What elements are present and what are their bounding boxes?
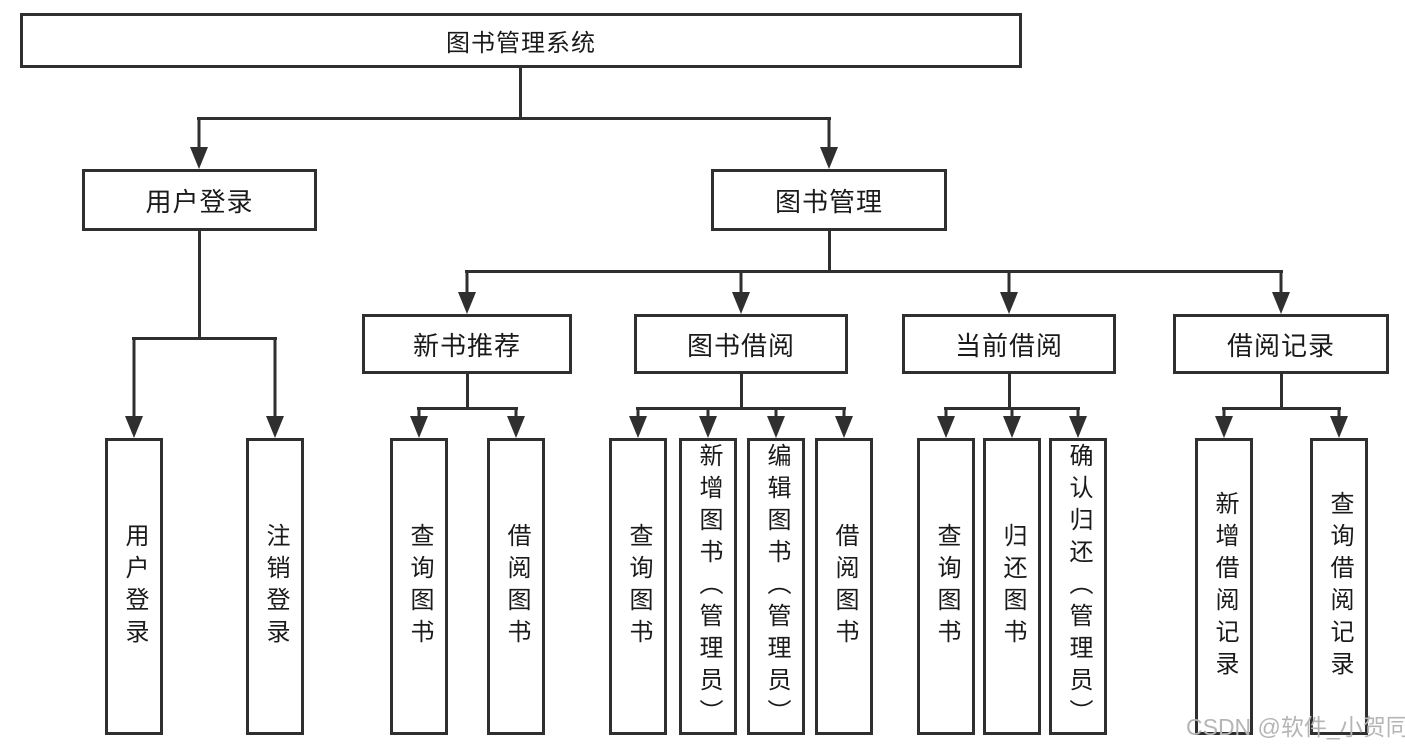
leaf-query-borrow-record: 查询借阅记录 — [1310, 438, 1368, 735]
arrow-to-book-management — [820, 117, 838, 169]
arrow-to-leaf-borrow-books-2 — [835, 407, 853, 438]
arrow-to-user-login — [190, 117, 208, 169]
arrow-to-leaf-query-borrow-record — [1330, 407, 1348, 438]
connector-root-hline — [197, 117, 831, 120]
connector-new-book-vline — [466, 374, 469, 407]
leaf-label: 查询图书 — [625, 522, 652, 651]
node-borrowing-records: 借阅记录 — [1173, 314, 1389, 374]
connector-book-borrowing-hline — [636, 407, 846, 410]
leaf-borrow-books-2: 借阅图书 — [815, 438, 873, 735]
leaf-logout: 注销登录 — [246, 438, 304, 735]
connector-new-book-hline — [417, 407, 518, 410]
node-label: 当前借阅 — [954, 330, 1063, 361]
arrow-to-leaf-confirm-return — [1069, 407, 1087, 438]
leaf-label: 新增图书（管理员） — [695, 442, 722, 731]
connector-book-borrowing-vline — [740, 374, 743, 407]
arrow-to-leaf-query-books-2 — [629, 407, 647, 438]
node-user-login: 用户登录 — [82, 169, 317, 231]
leaf-add-borrow-record: 新增借阅记录 — [1195, 438, 1253, 735]
arrow-to-leaf-add-borrow-record — [1215, 407, 1233, 438]
leaf-label: 归还图书 — [999, 522, 1026, 651]
node-label: 图书管理系统 — [446, 30, 596, 57]
arrow-to-leaf-add-book — [699, 407, 717, 438]
connector-book-management-hline — [465, 270, 1283, 273]
node-label: 图书借阅 — [686, 330, 795, 361]
leaf-label: 注销登录 — [262, 522, 289, 651]
connector-user-login-vline — [198, 231, 201, 337]
leaf-query-books-3: 查询图书 — [917, 438, 975, 735]
leaf-label: 查询图书 — [406, 522, 433, 651]
arrow-to-borrowing-records — [1272, 270, 1290, 314]
arrow-to-leaf-return-books — [1003, 407, 1021, 438]
arrow-to-book-borrowing — [732, 270, 750, 314]
leaf-user-login: 用户登录 — [105, 438, 163, 735]
node-label: 图书管理 — [774, 186, 883, 217]
csdn-watermark: CSDN @软件_小贺同学 — [1186, 714, 1405, 740]
connector-borrowing-records-vline — [1280, 374, 1283, 407]
arrow-to-current-borrowing — [1000, 270, 1018, 314]
leaf-label: 借阅图书 — [503, 522, 530, 651]
arrow-to-leaf-user-login — [125, 337, 143, 438]
leaf-label: 编辑图书（管理员） — [763, 442, 790, 731]
leaf-label: 确认归还（管理员） — [1065, 442, 1092, 731]
node-library-management-system: 图书管理系统 — [20, 13, 1022, 68]
leaf-label: 新增借阅记录 — [1211, 490, 1238, 683]
node-book-borrowing: 图书借阅 — [634, 314, 848, 374]
arrow-to-leaf-query-books-1 — [410, 407, 428, 438]
connector-user-login-hline — [132, 337, 277, 340]
leaf-add-book-admin: 新增图书（管理员） — [679, 438, 737, 735]
connector-book-management-vline — [828, 231, 831, 270]
leaf-label: 查询图书 — [933, 522, 960, 651]
node-label: 用户登录 — [145, 186, 254, 217]
leaf-confirm-return-admin: 确认归还（管理员） — [1049, 438, 1107, 735]
leaf-borrow-books-1: 借阅图书 — [487, 438, 545, 735]
node-label: 新书推荐 — [412, 330, 521, 361]
leaf-label: 查询借阅记录 — [1326, 490, 1353, 683]
node-book-management: 图书管理 — [711, 169, 947, 231]
arrow-to-leaf-logout — [266, 337, 284, 438]
connector-borrowing-records-hline — [1222, 407, 1341, 410]
connector-root-vline — [519, 68, 522, 117]
node-label: 借阅记录 — [1226, 330, 1335, 361]
node-new-book-recommendation: 新书推荐 — [362, 314, 572, 374]
connector-current-borrowing-vline — [1008, 374, 1011, 407]
node-current-borrowing: 当前借阅 — [902, 314, 1116, 374]
arrow-to-leaf-edit-book — [767, 407, 785, 438]
leaf-edit-book-admin: 编辑图书（管理员） — [747, 438, 805, 735]
leaf-query-books-1: 查询图书 — [390, 438, 448, 735]
leaf-label: 借阅图书 — [831, 522, 858, 651]
arrow-to-new-book-recommendation — [458, 270, 476, 314]
leaf-label: 用户登录 — [121, 522, 148, 651]
arrow-to-leaf-borrow-books-1 — [507, 407, 525, 438]
leaf-return-books: 归还图书 — [983, 438, 1041, 735]
arrow-to-leaf-query-books-3 — [937, 407, 955, 438]
leaf-query-books-2: 查询图书 — [609, 438, 667, 735]
